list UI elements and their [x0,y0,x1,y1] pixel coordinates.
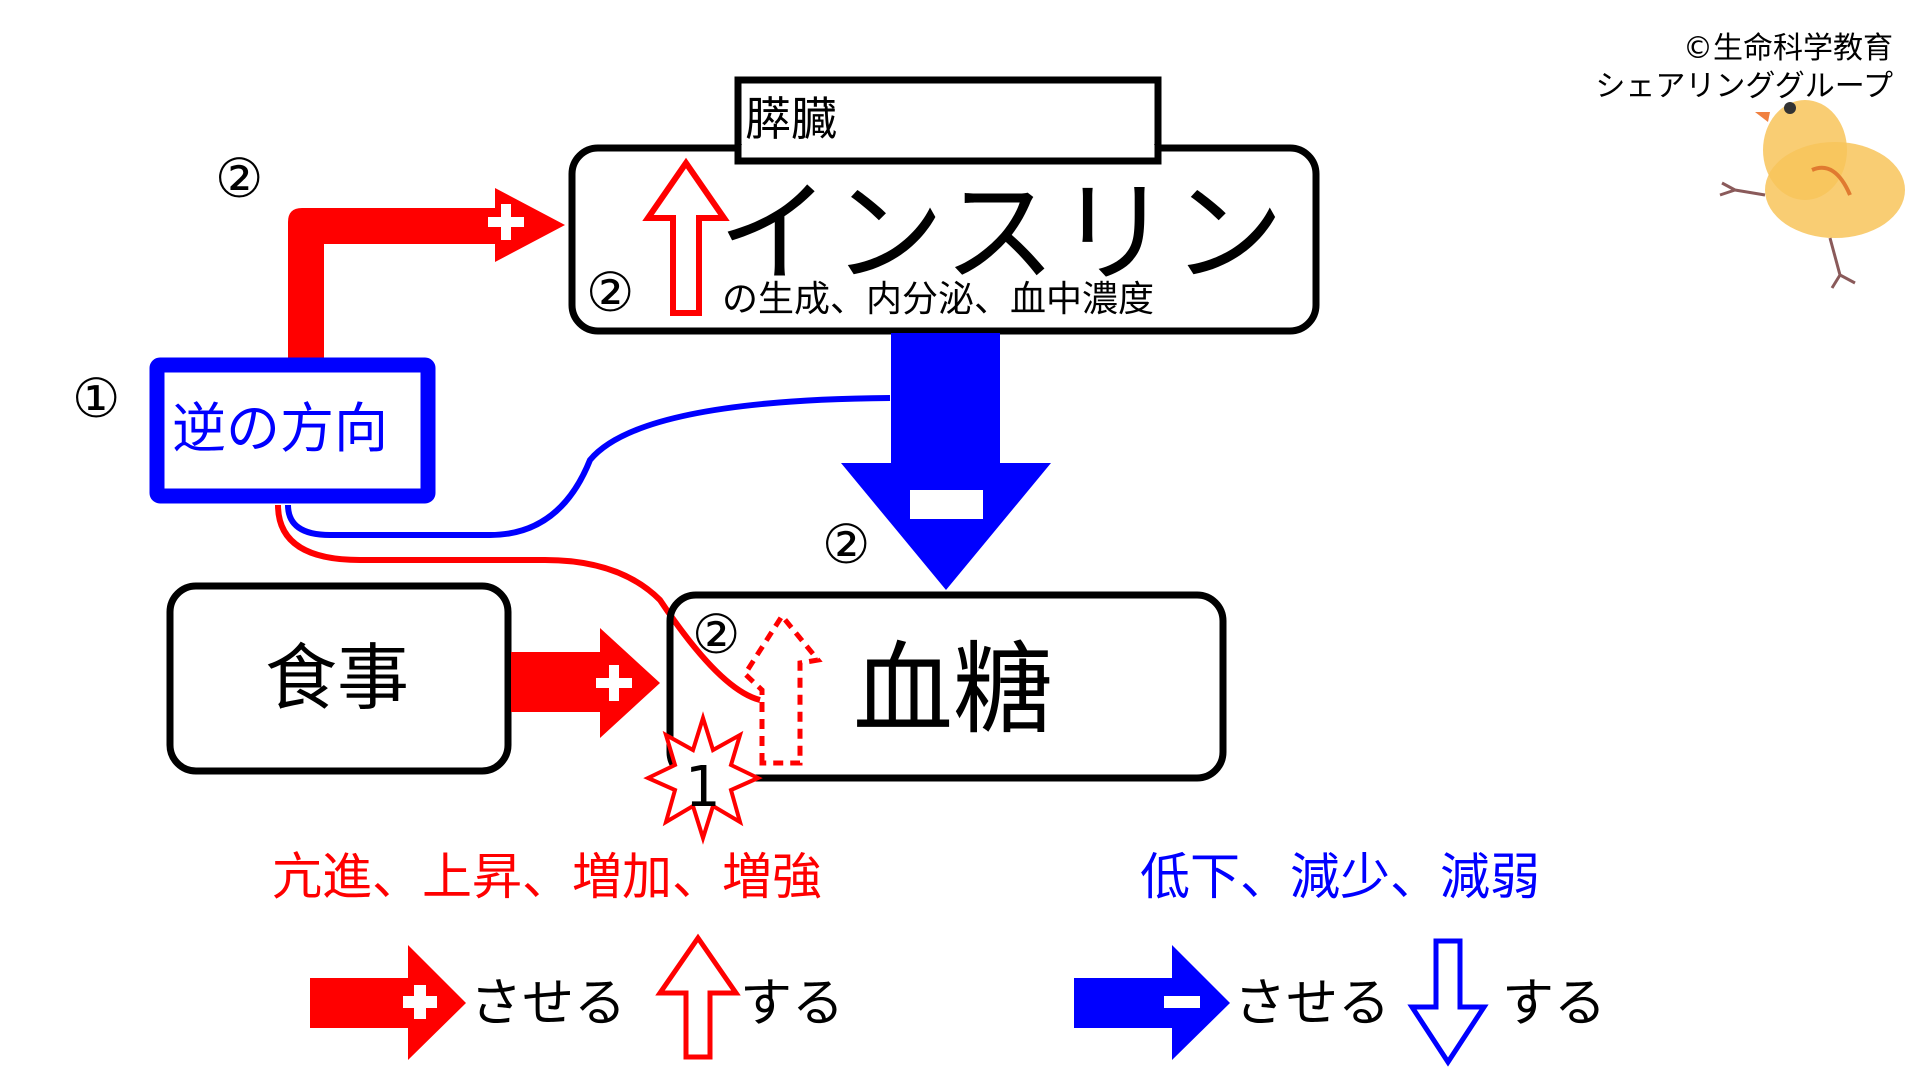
legend-increase-cause-arrow [310,945,466,1060]
meal-box [166,582,512,775]
insulin-arrow-step-marker: ② [822,513,871,576]
edge-step-marker: ② [215,147,264,210]
inverse-to-insulin-arrow [288,188,565,358]
dotted-up-arrow-icon [741,611,823,766]
up-arrow-increase-icon [642,157,730,316]
pancreas-label: 膵臓 [745,92,837,146]
bloodsugar-step-marker: ② [692,603,741,666]
inverse-box [149,357,436,504]
meal-to-bloodsugar-arrow [511,628,660,738]
legend-up-arrow-icon [655,933,741,1060]
legend-decrease-self-label: する [1502,974,1607,1034]
starburst-icon [643,711,763,845]
burst-number: 1 [685,755,721,820]
meal-label: 食事 [265,636,410,720]
chick-illustration-icon [1719,100,1905,289]
legend-increase-terms: 亢進、上昇、増加、増強 [272,848,822,906]
inverse-to-insulin-curve [285,395,891,538]
legend-decrease-terms: 低下、減少、減弱 [1140,848,1540,906]
credit-line-1: ©生命科学教育 [1683,31,1893,66]
legend-down-arrow-icon [1407,938,1489,1067]
bloodsugar-label: 血糖 [853,631,1053,748]
insulin-subtitle: の生成、内分泌、血中濃度 [722,279,1155,320]
minus-sign-icon [910,490,983,519]
legend-increase-cause-label: させる [470,974,627,1034]
legend-decrease-cause-arrow [1074,945,1230,1060]
inverse-step-marker: ① [72,367,121,430]
credit-line-2: シェアリンググループ [1595,69,1893,104]
insulin-title: インスリン [718,169,1286,299]
bloodsugar-box [666,591,1227,782]
minus-sign-icon [1164,996,1200,1008]
insulin-step-marker: ② [586,261,635,324]
inverse-to-bloodsugar-curve [275,504,761,703]
pancreas-box-bottom [734,76,1162,165]
legend-increase-self-label: する [740,974,845,1034]
insulin-to-bloodsugar-arrow [841,333,1051,590]
inverse-label: 逆の方向 [172,397,388,460]
legend-decrease-cause-label: させる [1234,974,1391,1034]
